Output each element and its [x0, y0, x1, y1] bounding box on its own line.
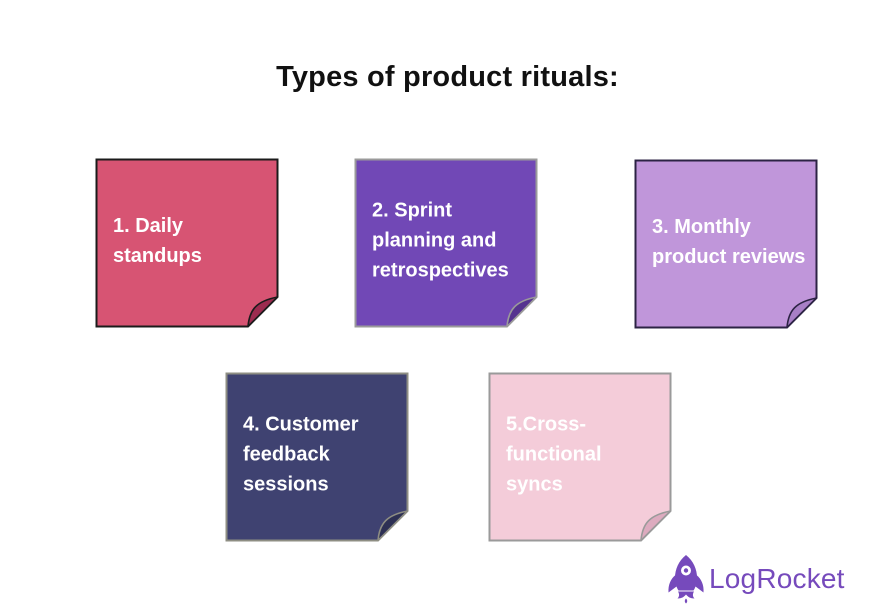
note-label: 1. Daily standups [113, 215, 202, 268]
folded-corner-icon [786, 297, 818, 329]
note-label: 4. Customer feedback sessions [243, 413, 359, 496]
folded-corner-icon [506, 296, 538, 328]
folded-corner-icon [377, 510, 409, 542]
sticky-note-shape [95, 158, 279, 328]
logrocket-wordmark: LogRocket [709, 563, 845, 594]
rocket-window-dot-icon [683, 568, 689, 573]
folded-corner-icon [640, 510, 672, 542]
note-label: 2. Sprint planning and retrospectives [372, 199, 509, 282]
sticky-note-shape [354, 158, 538, 328]
sticky-note-cross-functional: 5.Cross-functional syncs [488, 372, 672, 542]
sticky-note-shape [488, 372, 672, 542]
rocket-icon [668, 555, 704, 604]
logrocket-logo: LogRocket [666, 554, 845, 604]
page-title: Types of product rituals: [276, 61, 619, 94]
sticky-note-shape [634, 159, 818, 329]
sticky-note-monthly-reviews: 3. Monthly product reviews [634, 159, 818, 329]
sticky-note-sprint-planning: 2. Sprint planning and retrospectives [354, 158, 538, 328]
note-label: 5.Cross-functional syncs [506, 413, 602, 496]
note-label: 3. Monthly product reviews [652, 216, 806, 269]
sticky-note-shape [225, 372, 409, 542]
folded-corner-icon [247, 296, 279, 328]
sticky-note-customer-feedback: 4. Customer feedback sessions [225, 372, 409, 542]
sticky-note-daily-standups: 1. Daily standups [95, 158, 279, 328]
